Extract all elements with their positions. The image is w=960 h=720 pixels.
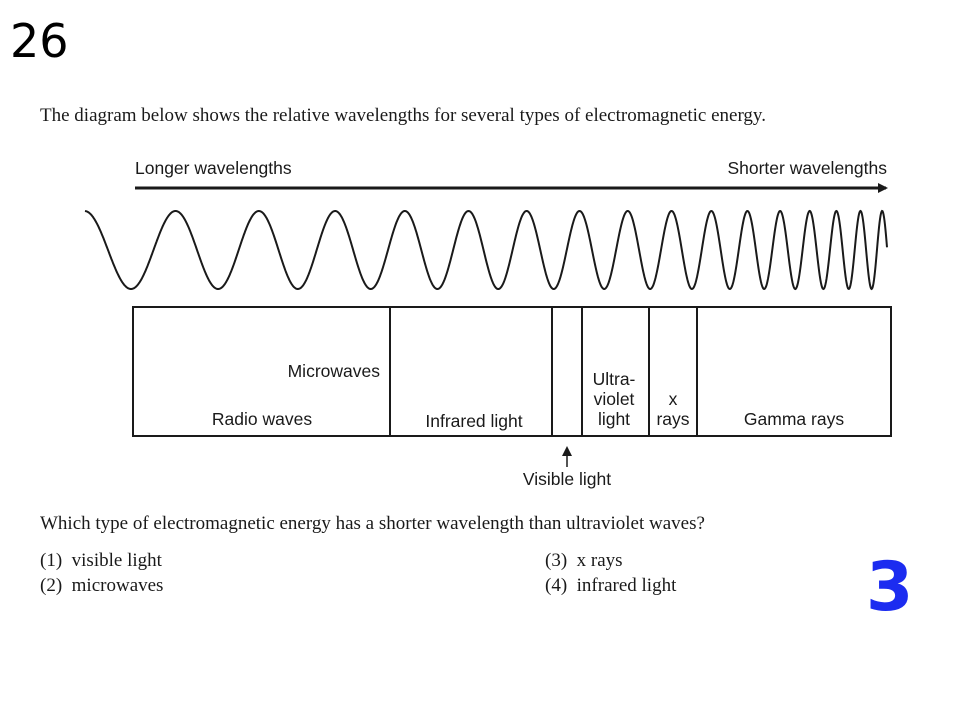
option-3-text: x rays	[576, 550, 623, 571]
longer-wavelengths-label: Longer wavelengths	[135, 158, 292, 178]
xrays-label-1: x	[669, 389, 678, 409]
option-1-number: (1)	[40, 550, 63, 571]
option-4-text: infrared light	[576, 575, 677, 596]
wave-curve	[84, 209, 888, 291]
xrays-label-2: rays	[656, 409, 689, 429]
ultraviolet-label-1: Ultra-	[593, 369, 636, 389]
question-number: 26	[10, 14, 69, 68]
radio-waves-label: Radio waves	[212, 409, 312, 429]
option-4: (4) infrared light	[545, 575, 676, 597]
visible-light-label: Visible light	[523, 469, 611, 489]
answer-marker: 3	[866, 548, 914, 627]
option-3-number: (3)	[545, 550, 568, 571]
option-2: (2) microwaves	[40, 575, 163, 597]
option-2-number: (2)	[40, 575, 63, 596]
visible-band	[551, 306, 583, 437]
microwaves-label: Microwaves	[288, 361, 381, 381]
gamma-rays-label: Gamma rays	[744, 409, 844, 429]
gamma-band	[696, 306, 892, 437]
shorter-wavelengths-label: Shorter wavelengths	[727, 158, 887, 178]
infrared-label: Infrared light	[425, 411, 522, 431]
option-4-number: (4)	[545, 575, 568, 596]
spectrum-bands	[132, 306, 892, 437]
option-1-text: visible light	[71, 550, 162, 571]
option-3: (3) x rays	[545, 550, 623, 572]
ultraviolet-label-3: light	[598, 409, 630, 429]
ultraviolet-label-2: violet	[594, 389, 635, 409]
option-2-text: microwaves	[71, 575, 164, 596]
option-1: (1) visible light	[40, 550, 162, 572]
question-text: Which type of electromagnetic energy has…	[40, 513, 705, 534]
intro-text: The diagram below shows the relative wav…	[40, 105, 766, 126]
